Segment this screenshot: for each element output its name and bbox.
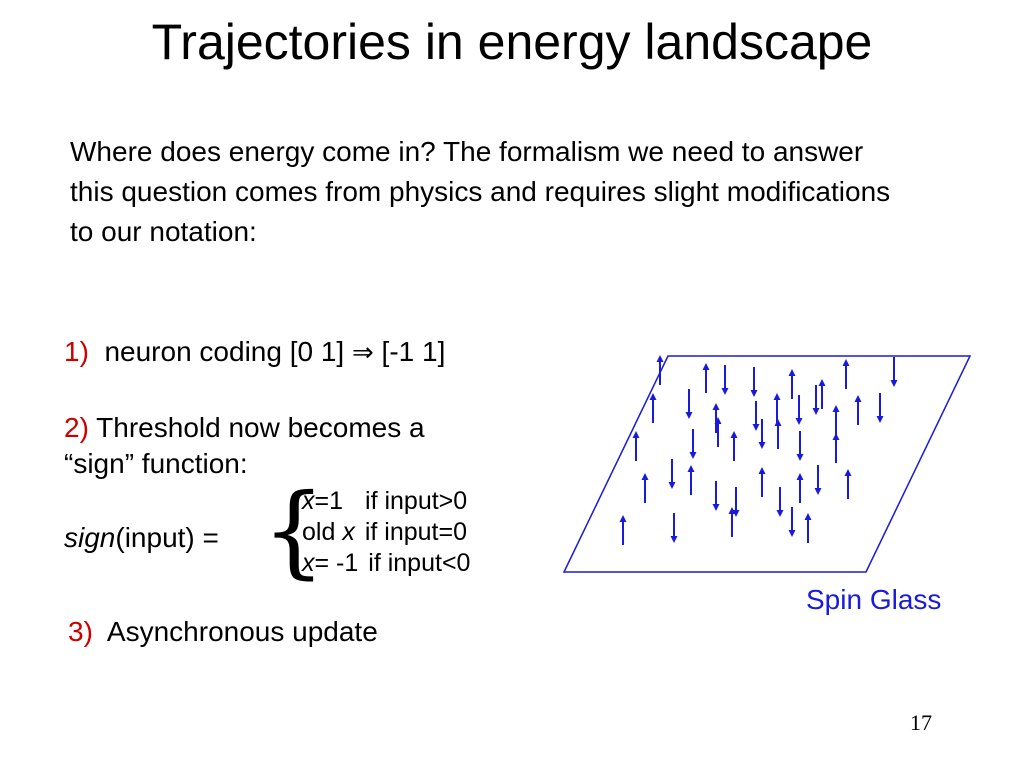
spin-arrow-down-icon xyxy=(795,395,803,425)
list-item-1: 1) neuron coding [0 1] ⇒ [-1 1] xyxy=(64,334,445,371)
spin-arrow-up-icon xyxy=(774,419,782,449)
spin-arrow-up-icon xyxy=(656,355,664,385)
case-var: x xyxy=(302,487,315,515)
list-item-3: 3) Asynchronous update xyxy=(68,614,378,650)
spin-arrow-down-icon xyxy=(752,401,760,431)
spin-arrow-up-icon xyxy=(687,465,695,495)
curly-brace: { xyxy=(262,472,326,589)
slide-title: Trajectories in energy landscape xyxy=(151,14,873,70)
spin-arrow-down-icon xyxy=(721,365,729,395)
spin-arrow-up-icon xyxy=(641,473,649,503)
spin-arrow-up-icon xyxy=(649,393,657,423)
spin-arrow-up-icon xyxy=(714,417,722,447)
case-positive: x=1 if input>0 xyxy=(302,486,470,517)
item-number: 2) xyxy=(64,412,89,443)
case-zero: old x if input=0 xyxy=(302,517,470,548)
list-item-2: 2) Threshold now becomes a “sign” functi… xyxy=(64,410,425,482)
spin-arrow-up-icon xyxy=(854,395,862,425)
implies-arrow-icon: ⇒ xyxy=(351,338,374,368)
spin-arrow-up-icon xyxy=(788,369,796,399)
sign-function-lhs: sign(input) = xyxy=(64,520,219,556)
item-text: Asynchronous update xyxy=(106,616,378,647)
spin-arrow-up-icon xyxy=(758,467,766,497)
spin-arrow-up-icon xyxy=(804,513,812,543)
spin-arrow-up-icon xyxy=(818,379,826,409)
spin-arrow-down-icon xyxy=(668,459,676,489)
spin-arrow-down-icon xyxy=(758,419,766,449)
spin-arrow-down-icon xyxy=(788,507,796,537)
spin-arrow-down-icon xyxy=(812,385,820,415)
spin-arrow-down-icon xyxy=(776,487,784,517)
item-text-line2: “sign” function: xyxy=(64,448,248,479)
case-var: x xyxy=(342,518,355,546)
case-condition: if input>0 xyxy=(365,487,468,515)
case-prefix: old xyxy=(302,518,343,546)
figure-label: Spin Glass xyxy=(806,584,942,615)
spin-arrow-up-icon xyxy=(619,515,627,545)
spin-arrow-up-icon xyxy=(632,431,640,461)
item-number: 1) xyxy=(64,336,89,367)
spin-arrow-down-icon xyxy=(876,393,884,423)
case-negative: x= -1 if input<0 xyxy=(302,548,470,579)
case-condition: if input=0 xyxy=(364,518,467,546)
case-value: = -1 xyxy=(314,549,359,577)
spin-glass-lattice xyxy=(562,355,972,573)
spin-glass-diagram xyxy=(562,355,972,573)
spin-arrow-down-icon xyxy=(685,389,693,419)
intro-paragraph: Where does energy come in? The formalism… xyxy=(70,136,891,247)
page-number: 17 xyxy=(910,710,932,735)
spin-arrow-up-icon xyxy=(844,469,852,499)
item-text: Threshold now becomes a xyxy=(88,412,425,443)
spin-arrow-up-icon xyxy=(832,433,840,463)
sign-argument: (input) = xyxy=(115,522,219,553)
case-condition: if input<0 xyxy=(368,549,471,577)
spin-arrow-up-icon xyxy=(832,405,840,435)
sign-label: sign xyxy=(64,522,116,553)
spin-arrow-down-icon xyxy=(712,481,720,511)
spin-arrow-down-icon xyxy=(750,367,758,397)
spin-arrow-up-icon xyxy=(702,363,710,393)
spin-arrow-up-icon xyxy=(796,473,804,503)
spin-arrows xyxy=(619,355,898,545)
spin-arrow-down-icon xyxy=(670,513,678,543)
spin-arrow-down-icon xyxy=(689,429,697,459)
spin-arrow-up-icon xyxy=(842,359,850,389)
item-number: 3) xyxy=(68,616,93,647)
case-var: x xyxy=(302,549,315,577)
spin-arrow-up-icon xyxy=(773,393,781,423)
case-value: =1 xyxy=(314,487,344,515)
spin-arrow-down-icon xyxy=(890,357,898,387)
spin-arrow-up-icon xyxy=(728,507,736,537)
spin-arrow-down-icon xyxy=(796,431,804,461)
item-text-after: [-1 1] xyxy=(373,336,446,367)
item-text: neuron coding [0 1] xyxy=(104,336,352,367)
spin-arrow-up-icon xyxy=(730,431,738,461)
spin-arrow-down-icon xyxy=(814,465,822,495)
